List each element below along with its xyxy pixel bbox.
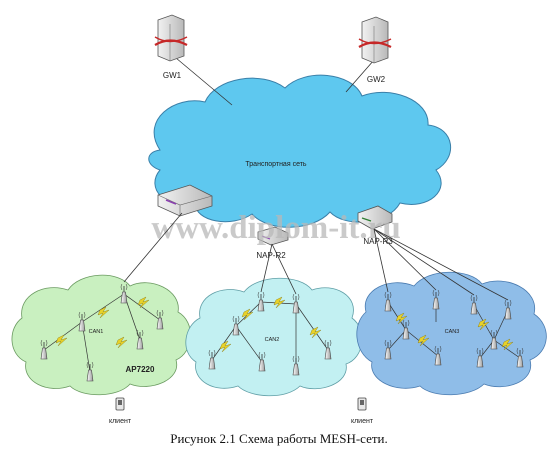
- figure-caption: Рисунок 2.1 Схема работы MESH-сети.: [170, 431, 388, 446]
- wireless-lightning-icons: [55, 296, 514, 353]
- client-label-left: клиент: [109, 418, 132, 425]
- ap7220-label: AP7220: [126, 365, 155, 374]
- gw1-link: [175, 57, 233, 106]
- nap-r3-router-icon: [357, 205, 393, 230]
- gw2-link: [345, 59, 375, 93]
- access-point-icon: [476, 347, 484, 368]
- access-point-icon: [120, 283, 128, 304]
- can1-label: CAN1: [89, 329, 104, 335]
- access-point-icon: [208, 349, 216, 370]
- access-point-icon: [402, 319, 410, 340]
- access-point-icon: [86, 361, 94, 382]
- access-point-icon: [384, 291, 392, 312]
- nap-r2-label: NAP-R2: [256, 251, 286, 260]
- can3-label: CAN3: [445, 329, 460, 335]
- access-points: [40, 283, 524, 382]
- access-point-icon: [470, 294, 478, 315]
- access-point-icon: [504, 299, 512, 320]
- can3-cloud: [356, 271, 547, 396]
- gw1-server-icon: [154, 14, 188, 62]
- access-point-icon: [490, 329, 498, 350]
- nap-r1-router-icon: [157, 184, 213, 217]
- nap-r2-router-icon: [257, 226, 289, 246]
- gw1-label: GW1: [163, 71, 182, 80]
- gw2-server-icon: [358, 16, 392, 64]
- gw2-label: GW2: [367, 75, 386, 84]
- uplink-lines: [123, 212, 509, 301]
- client-icon-right: [357, 397, 367, 411]
- access-point-icon: [258, 351, 266, 372]
- can2-cloud: [185, 277, 363, 397]
- access-point-icon: [292, 355, 300, 376]
- access-point-icon: [156, 309, 164, 330]
- access-point-icon: [384, 339, 392, 360]
- can2-label: CAN2: [265, 337, 280, 343]
- mesh-links: [43, 293, 521, 373]
- client-icon-left: [115, 397, 125, 411]
- watermark-text: www.diplom-it.ru: [151, 210, 400, 246]
- access-point-icon: [432, 289, 440, 310]
- nap-r3-label: NAP-R3: [363, 237, 393, 246]
- access-point-icon: [232, 315, 240, 336]
- transport-cloud-label: Транспортная сеть: [245, 161, 307, 168]
- access-point-icon: [324, 339, 332, 360]
- client-label-right: клиент: [351, 418, 374, 425]
- access-point-icon: [257, 291, 265, 312]
- access-point-icon: [434, 345, 442, 366]
- access-point-icon: [292, 293, 300, 314]
- can1-cloud: [11, 274, 191, 396]
- access-point-icon: [516, 347, 524, 368]
- access-point-icon: [40, 339, 48, 360]
- access-point-icon: [78, 311, 86, 332]
- access-point-icon: [136, 329, 144, 350]
